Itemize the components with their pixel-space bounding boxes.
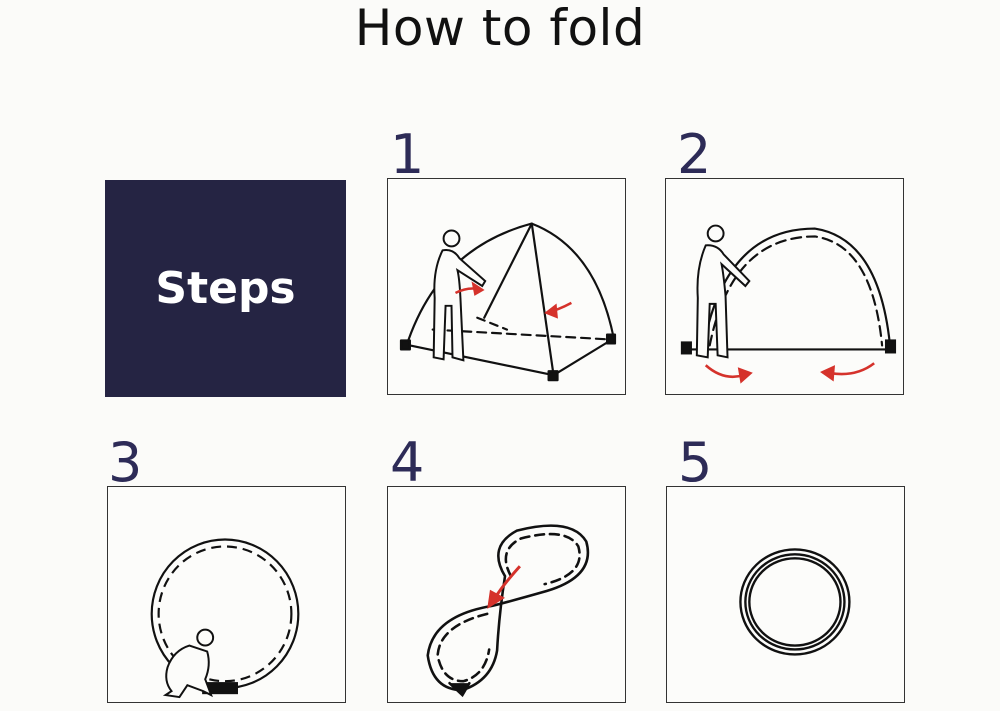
tent-pole-inner-icon: [483, 222, 533, 319]
arch-pole-icon: [702, 227, 892, 347]
step-3-panel: [107, 486, 346, 703]
step-2-panel: [665, 178, 904, 395]
page-title: How to fold: [354, 0, 646, 57]
folded-ring-icon: [739, 548, 851, 656]
step-4-illustration: [426, 524, 590, 698]
step-5-panel: [666, 486, 905, 703]
step-2-illustration: [680, 224, 897, 384]
crouching-person-icon: [162, 628, 215, 699]
step-number-2: 2: [677, 123, 712, 186]
step-5-illustration: [739, 548, 851, 656]
figure-eight-icon: [426, 524, 590, 692]
step-1-illustration: [399, 222, 617, 382]
step-1-panel: [387, 178, 626, 395]
red-arrow-icon: [830, 362, 875, 376]
step-number-4: 4: [390, 431, 425, 494]
step-3-illustration: [150, 538, 300, 699]
step-4-panel: [387, 486, 626, 703]
step-number-3: 3: [108, 431, 143, 494]
step-number-5: 5: [678, 431, 713, 494]
person-figure-icon: [695, 224, 751, 359]
steps-label-box: Steps: [105, 180, 346, 397]
step-number-1: 1: [390, 123, 425, 186]
steps-label: Steps: [155, 263, 296, 314]
red-arrow-icon: [704, 364, 744, 379]
tent-pole-front-icon: [530, 222, 555, 377]
person-figure-icon: [432, 229, 487, 362]
